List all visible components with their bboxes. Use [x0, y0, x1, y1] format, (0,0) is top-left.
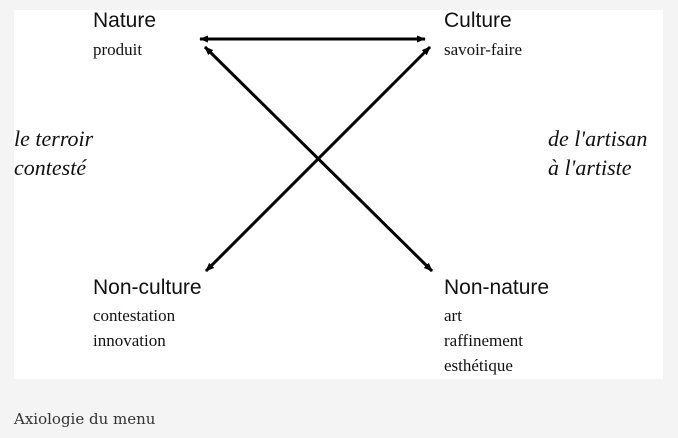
node-culture-line-1: savoir-faire — [444, 40, 523, 59]
node-nonnature-line-1: art — [444, 306, 462, 325]
arrow-culture-nonculture — [204, 45, 432, 273]
side-left-line-1: le terroir — [14, 126, 94, 151]
side-left-line-2: contesté — [14, 155, 87, 180]
node-nonculture-line-1: contestation — [93, 306, 176, 325]
node-culture-title: Culture — [444, 9, 512, 32]
side-right-line-1: de l'artisan — [548, 126, 648, 151]
figure-caption: Axiologie du menu — [14, 410, 156, 428]
node-nonnature-title: Non-nature — [444, 276, 550, 299]
node-nonnature-line-2: raffinement — [444, 331, 523, 350]
side-right-line-2: à l'artiste — [548, 155, 632, 180]
node-nonculture-title: Non-culture — [93, 276, 202, 299]
node-nature-line-1: produit — [93, 40, 143, 59]
node-nonnature-line-3: esthétique — [444, 356, 513, 375]
node-nonculture-line-2: innovation — [93, 331, 166, 350]
node-nature-title: Nature — [93, 9, 157, 32]
